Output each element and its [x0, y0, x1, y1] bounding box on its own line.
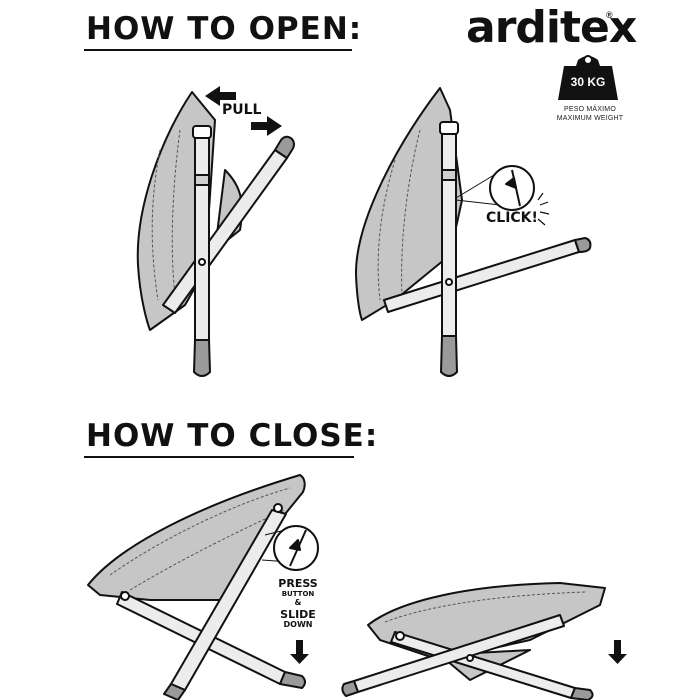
brand-logo: arditex	[466, 2, 637, 53]
vertical-leg	[194, 131, 210, 343]
arrow-right-icon	[251, 116, 282, 136]
vertical-leg-foot	[440, 335, 458, 377]
diagonal-leg-tip	[274, 135, 295, 159]
button-label: BUTTON	[281, 590, 315, 598]
amp-label: &	[294, 598, 302, 607]
horizontal-leg-tip	[574, 237, 592, 253]
max-weight-value: 30 KG	[570, 75, 606, 89]
arrow-left-icon	[205, 86, 236, 106]
open-step-1-chair	[136, 91, 295, 377]
half-open-seat-fabric	[354, 87, 463, 321]
slide-label: SLIDE	[280, 608, 316, 621]
lowering-seat-fabric	[367, 582, 606, 661]
open-heading: HOW TO OPEN:	[86, 11, 363, 47]
close-step-1-chair	[87, 474, 319, 700]
max-weight-caption-es: PESO MÁXIMO	[564, 106, 616, 113]
arrow-down-icon	[290, 640, 309, 664]
click-label: CLICK!	[486, 210, 538, 226]
max-weight-caption-en: MAXIMUM WEIGHT	[556, 115, 624, 122]
arrow-down-icon	[608, 640, 627, 664]
brand-registered-mark: ®	[606, 10, 613, 20]
down-label: DOWN	[283, 620, 313, 629]
pull-label: PULL	[222, 102, 262, 118]
open-seat-fabric	[87, 474, 306, 601]
open-step-2-chair	[354, 87, 592, 377]
weight-icon	[558, 56, 618, 100]
button-zoom-circle	[489, 165, 535, 211]
close-heading: HOW TO CLOSE:	[86, 418, 379, 454]
vertical-leg-foot	[193, 339, 211, 377]
click-burst-icon	[537, 192, 550, 226]
vertical-leg	[441, 127, 457, 339]
open-heading-underline	[84, 49, 352, 51]
close-heading-underline	[84, 456, 354, 458]
close-step-2-chair	[341, 582, 606, 700]
press-label: PRESS	[278, 577, 318, 590]
